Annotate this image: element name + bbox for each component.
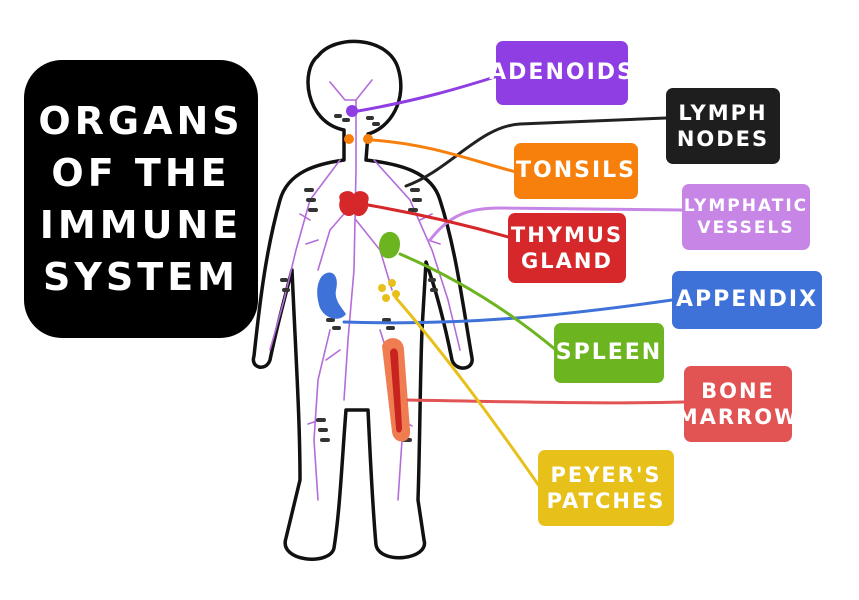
label-lymphatic-vessels: LYMPHATIC VESSELS (682, 184, 810, 250)
thymus-organ (339, 191, 369, 217)
leader-thymus (366, 203, 514, 240)
leader-appendix (342, 298, 674, 325)
leader-lines (342, 74, 686, 492)
tonsil-left (344, 134, 354, 144)
label-adenoids: ADENOIDS (489, 41, 633, 105)
appendix-organ (317, 272, 346, 319)
label-tonsils: TONSILS (514, 143, 638, 199)
leader-adenoids (356, 74, 500, 113)
bone-marrow-core (390, 348, 402, 433)
label-appendix: APPENDIX (672, 271, 822, 329)
body-outline (251, 39, 474, 561)
leader-tonsils (370, 138, 518, 174)
title-line-3: IMMUNE (39, 203, 243, 247)
spleen-organ (379, 231, 400, 259)
leader-lymph-nodes (404, 116, 668, 188)
label-peyers-patches: PEYER'S PATCHES (538, 450, 674, 526)
title-line-4: SYSTEM (43, 255, 239, 299)
label-lymph-nodes: LYMPH NODES (666, 88, 780, 164)
tonsil-right (363, 134, 373, 144)
adenoids-organ (346, 105, 358, 117)
leader-bone-marrow (406, 398, 686, 405)
leader-lymphatic-vessels (428, 206, 684, 242)
peyers-patches-organ (378, 279, 400, 302)
label-bone-marrow: BONE MARROW (677, 366, 797, 442)
label-spleen: SPLEEN (554, 323, 664, 383)
leader-peyers-patches (394, 296, 544, 492)
title-line-2: OF THE (51, 151, 231, 195)
title-block: ORGANS OF THE IMMUNE SYSTEM (24, 60, 258, 338)
label-thymus-gland: THYMUS GLAND (508, 213, 626, 283)
title-line-1: ORGANS (38, 99, 244, 143)
leader-spleen (398, 252, 558, 352)
lymph-node-markers (280, 114, 438, 442)
